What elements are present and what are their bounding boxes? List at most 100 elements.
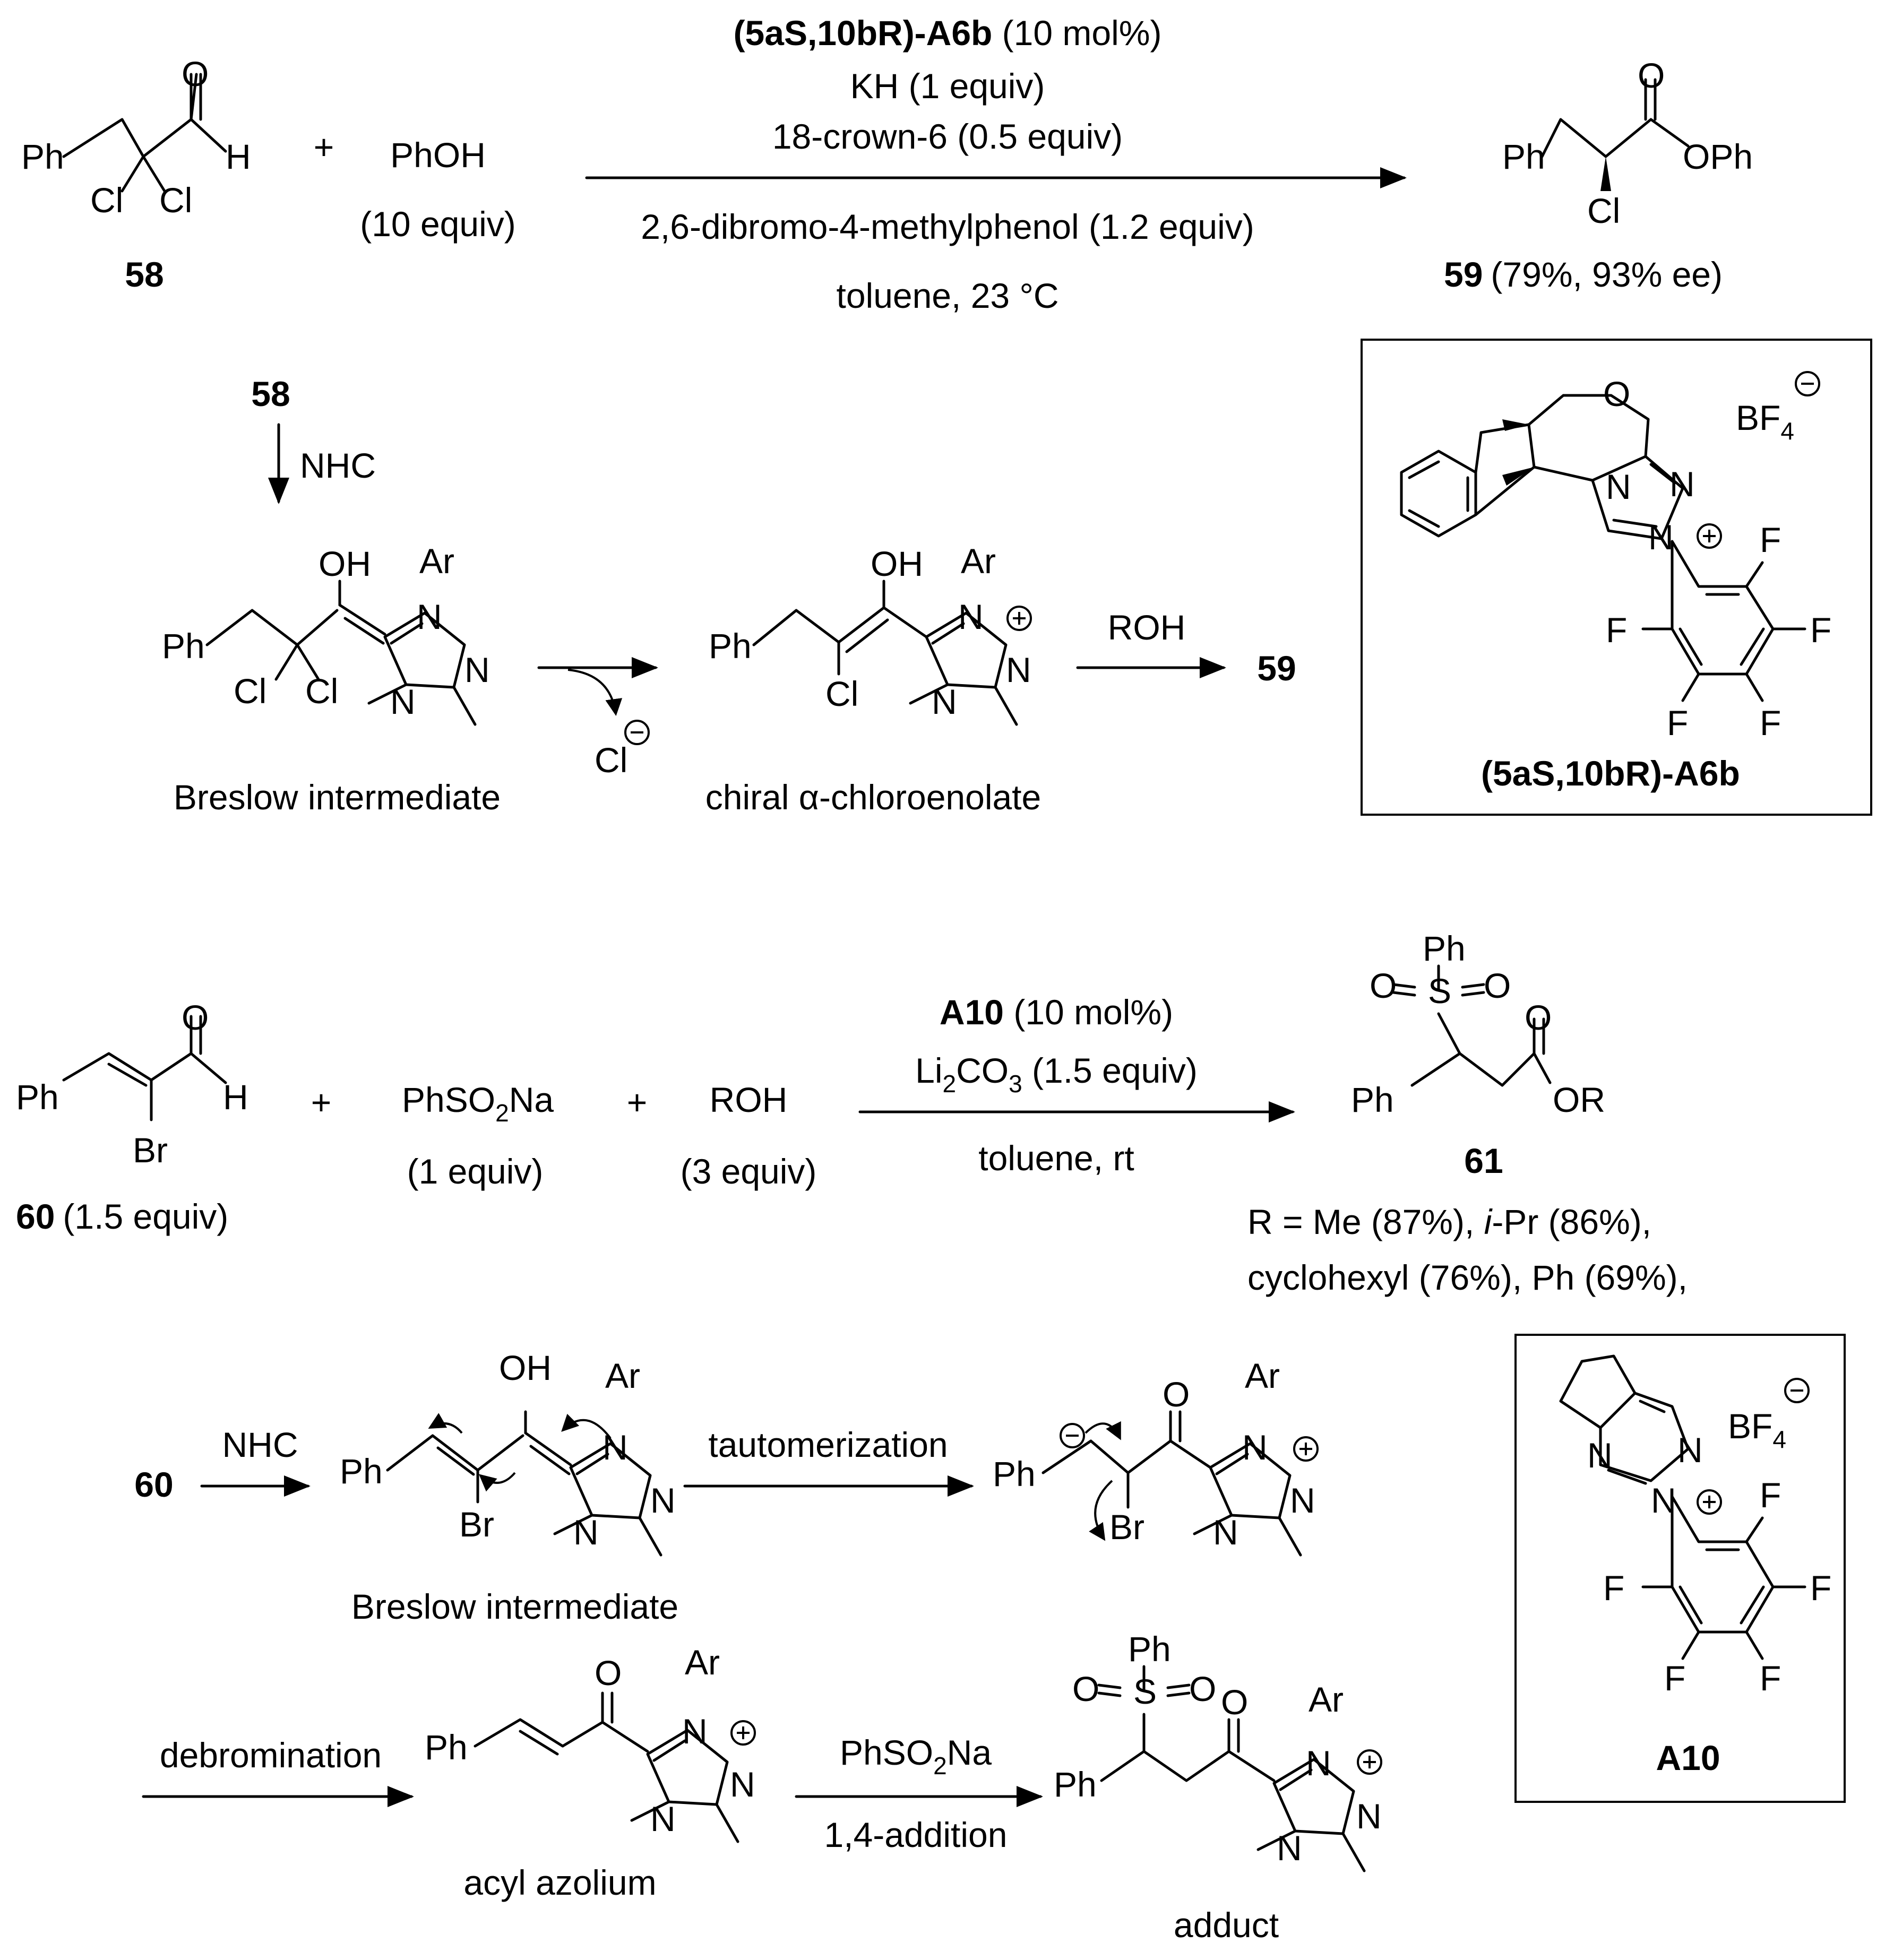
atom-s: S [1133,1672,1157,1711]
atom-ph: Ph [1054,1765,1097,1804]
atom-br: Br [133,1130,168,1170]
atom-f: F [1664,1659,1685,1698]
atom-n: N [1677,1430,1703,1470]
atom-ph: Ph [1423,929,1466,968]
atom-ph: Ph [709,626,752,666]
atom-h: H [226,137,251,176]
atom-ar: Ar [685,1643,720,1682]
atom-n2: N [1356,1797,1382,1836]
atom-n1: N [1306,1743,1331,1783]
r-group-line-1: R = Me (87%), i-Pr (86%), [1247,1202,1651,1241]
atom-o: O [1638,56,1665,95]
atom-n2: N [1290,1481,1315,1520]
atom-or: OR [1553,1080,1605,1119]
atom-o: O [1370,966,1397,1005]
compound-59: Ph O OPh Cl 59(79%, 93% ee) [1444,56,1753,294]
atom-oh: OH [319,544,371,583]
atom-o: O [1189,1669,1216,1708]
breslow-label: Breslow intermediate [174,778,501,817]
alcohol-equiv: (3 equiv) [681,1152,817,1191]
chloride-anion: Cl [595,740,627,780]
atom-n4: N [1277,1828,1302,1868]
atom-n2: N [650,1481,676,1520]
atom-f: F [1760,1475,1781,1515]
positive-charge-icon [1293,1436,1319,1462]
atom-ph: Ph [1128,1629,1171,1669]
positive-charge-icon [1697,523,1722,549]
plus-sign: + [311,1083,332,1122]
negative-charge-icon [1784,1378,1810,1403]
counterion-bf4: BF4 [1736,398,1794,445]
compound-label-60: 60(1.5 equiv) [16,1197,228,1236]
step-addition-type: 1,4-addition [824,1815,1008,1854]
condition-base: Li2CO3 (1.5 equiv) [915,1051,1198,1098]
mech-reagent-nhc: NHC [222,1425,298,1464]
atom-n: N [1587,1436,1613,1475]
compound-label-61: 61 [1464,1141,1503,1180]
condition-crown: 18-crown-6 (0.5 equiv) [772,117,1123,156]
atom-n4: N [932,682,957,721]
atom-cl: Cl [1587,191,1620,230]
phenol-equiv: (10 equiv) [360,204,516,244]
positive-charge-icon [1006,606,1032,631]
catalyst-label-a6b: (5aS,10bR)-A6b [1481,754,1740,793]
atom-o: O [1163,1375,1190,1414]
positive-charge-icon [730,1720,756,1746]
atom-oh: OH [871,544,923,583]
atom-f: F [1603,1568,1624,1608]
atom-ph: Ph [21,137,64,176]
atom-n1: N [417,597,442,636]
mech-product-59: 59 [1257,649,1296,688]
atom-f: F [1606,610,1627,650]
atom-ar: Ar [961,541,996,581]
atom-cl: Cl [90,180,123,220]
sulfinate-equiv: (1 equiv) [407,1152,544,1191]
atom-cl: Cl [159,180,192,220]
atom-f: F [1810,1568,1831,1608]
condition-additive: 2,6-dibromo-4-methylphenol (1.2 equiv) [641,207,1254,246]
compound-label-58: 58 [125,255,163,294]
atom-o: O [595,1653,622,1693]
catalyst-label-a10: A10 [1656,1738,1720,1777]
atom-o: O [182,54,209,93]
step-reagent-sulfinate: PhSO2Na [840,1733,992,1780]
atom-n2: N [464,650,490,689]
atom-n1: N [1242,1428,1268,1467]
atom-n1: N [958,597,984,636]
atom-n4: N [573,1513,599,1552]
atom-cl: Cl [234,671,266,711]
step-debromination: debromination [160,1735,382,1775]
condition-base: KH (1 equiv) [850,66,1045,106]
atom-ph: Ph [340,1452,383,1491]
atom-n2: N [730,1765,755,1804]
negative-charge-icon [1795,371,1820,396]
atom-o: O [1603,374,1630,413]
negative-charge-icon [624,720,650,745]
r-group-line-2: cyclohexyl (76%), Ph (69%), [1247,1258,1688,1297]
atom-o: O [1072,1669,1099,1708]
atom-ph: Ph [1502,137,1545,176]
atom-ph: Ph [1351,1080,1394,1119]
atom-h: H [223,1077,248,1117]
atom-n4: N [650,1799,676,1838]
atom-oh: OH [499,1348,552,1387]
atom-o: O [1525,998,1552,1037]
atom-o: O [182,998,209,1037]
atom-cl: Cl [305,671,338,711]
adduct: Ph O S O O Ar N N N Ph adduct [1054,1629,1382,1945]
atom-n-plus: N [1648,517,1674,557]
chiral-chloroenolate: OH Ar N N N Ph Cl chiral α-chloroenolate [705,541,1041,817]
atom-n: N [1669,464,1695,504]
breslow-intermediate-2: OH Ar N N N Ph Br Breslow intermediate [340,1348,678,1626]
adduct-label: adduct [1174,1905,1279,1945]
condition-solvent: toluene, rt [978,1138,1134,1178]
atom-f: F [1810,610,1831,650]
atom-ar: Ar [1245,1356,1280,1395]
atom-n4: N [1213,1513,1238,1552]
atom-br: Br [1109,1507,1144,1547]
compound-61: Ph O S O O Ph OR 61 R = Me (87%), i-Pr (… [1247,929,1688,1297]
atom-o: O [1484,966,1511,1005]
atom-n-plus: N [1651,1481,1676,1520]
atom-ar: Ar [1309,1680,1344,1719]
mech-reagent-nhc: NHC [300,446,376,485]
